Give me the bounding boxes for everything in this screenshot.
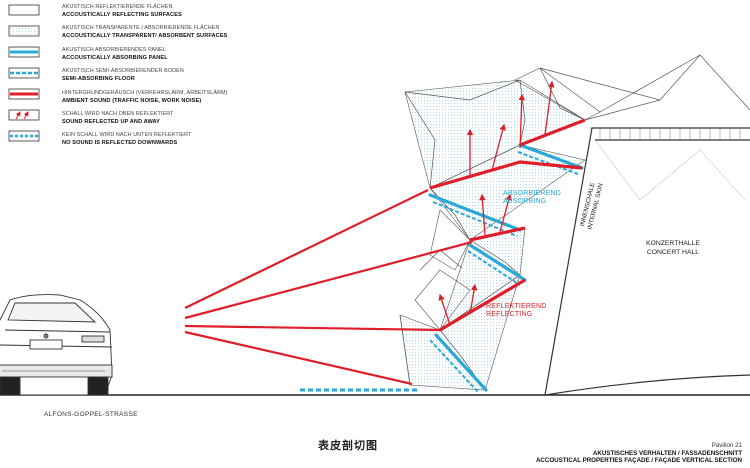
concert-hall-label-de: KONZERTHALLE (646, 240, 700, 247)
reflecting-label: REFLEKTIEREND REFLECTING (486, 303, 547, 319)
drawing-title: 表皮剖切图 (318, 439, 378, 452)
legend-text: AKUSTISCH SEMI-ABSORBIERENDER BODEN SEMI… (62, 67, 184, 83)
legend-line-de: AKUSTISCH SEMI-ABSORBIERENDER BODEN (62, 68, 184, 75)
absorbing-panels (428, 143, 584, 392)
legend-line-de: AKUSTISCH TRANSPARENTE / ABSORBIERENDE F… (62, 25, 220, 32)
legend-line-en: ACCOUSTICALLY TRANSPARENT/ ABSORBENT SUR… (62, 33, 228, 40)
sheet-title-de: AKUSTISCHES VERHALTEN / FASSADENSCHNITT (592, 449, 742, 457)
legend-text: AKUSTISCH TRANSPARENTE / ABSORBIERENDE F… (62, 24, 228, 40)
legend-line-de: KEIN SCHALL WIRD NACH UNTEN REFLEKTIERT (62, 132, 192, 139)
concert-hall-label: KONZERTHALLE CONCERT HALL (646, 240, 700, 257)
car-illustration (0, 294, 113, 396)
project-name: Pavilion 21 (711, 442, 742, 449)
legend-item-absorbing-panel: AKUSTISCH ABSORBIERENDES PANEL ACCOUSTIC… (8, 45, 308, 65)
legend-item-semi-floor: AKUSTISCH SEMI-ABSORBIERENDER BODEN SEMI… (8, 66, 308, 86)
street-label: ALFONS-GOPPEL-STRASSE (44, 411, 138, 418)
legend-line-en: SOUND REFLECTED UP AND AWAY (62, 118, 161, 125)
reflecting-label-de: REFLEKTIEREND (486, 303, 547, 310)
legend-line-de: SCHALL WIRD NACH OBEN REFLEKTIERT (62, 110, 174, 117)
legend-symbol-transparent (8, 25, 40, 37)
legend-line-en: NO SOUND IS REFLECTED DOWNWARDS (62, 140, 178, 147)
legend-text: AKUSTISCH ABSORBIERENDES PANEL ACCOUSTIC… (62, 46, 168, 62)
legend-item-transparent: AKUSTISCH TRANSPARENTE / ABSORBIERENDE F… (8, 23, 308, 43)
legend-text: SCHALL WIRD NACH OBEN REFLEKTIERT SOUND … (62, 110, 173, 126)
legend-line-en: ACCOUSTICALLY ABSORBING PANEL (62, 54, 168, 61)
concert-hall-label-en: CONCERT HALL (646, 248, 700, 256)
legend-item-no-sound-down: KEIN SCHALL WIRD NACH UNTEN REFLEKTIERT … (8, 130, 308, 150)
legend-symbols (8, 4, 40, 142)
reflecting-surfaces (429, 118, 586, 332)
legend-text: AKUSTISCH REFLEKTIERENDE FLÄCHEN ACCOUST… (62, 3, 182, 19)
absorbing-label-de: ABSORBIEREND (503, 190, 562, 197)
legend-line-de: HINTERGRUNDGERÄUSCH (VERKEHRSLÄRM, ARBEI… (62, 89, 228, 96)
facade-fold-lines (399, 67, 586, 391)
legend-line-de: AKUSTISCH ABSORBIERENDES PANEL (62, 46, 166, 53)
legend-text: KEIN SCHALL WIRD NACH UNTEN REFLEKTIERT … (62, 131, 191, 147)
legend-text: HINTERGRUNDGERÄUSCH (VERKEHRSLÄRM, ARBEI… (62, 89, 228, 105)
hall-interior-lines (594, 139, 746, 201)
absorbing-label: ABSORBIEREND ABSORBING (503, 190, 561, 206)
absorbing-label-en: ABSORBING (503, 198, 547, 205)
internal-skin (544, 127, 750, 396)
title-block: Pavilion 21 AKUSTISCHES VERHALTEN / FASS… (536, 442, 742, 465)
legend-line-en: ACCOUSTICALLY REFLECTING SURFACES (62, 12, 182, 18)
ambient-sound-rays (184, 189, 473, 386)
legend-line-de: AKUSTISCH REFLEKTIERENDE FLÄCHEN (62, 4, 173, 10)
reflected-up-arrows (438, 80, 555, 326)
reflecting-label-en: REFLECTING (486, 311, 533, 318)
legend-symbol-reflecting (8, 4, 40, 16)
legend-item-reflected-up: SCHALL WIRD NACH OBEN REFLEKTIERT SOUND … (8, 109, 308, 129)
roof-truss (599, 128, 741, 140)
sheet-title-en: ACCOUSTICAL PROPERTIES FAÇADE / FAÇADE V… (535, 457, 742, 465)
legend-symbol-no-sound-down (8, 130, 40, 142)
legend-item-ambient: HINTERGRUNDGERÄUSCH (VERKEHRSLÄRM, ARBEI… (8, 88, 308, 108)
absorbing-panels-dashed (429, 151, 579, 393)
legend-item-reflecting: AKUSTISCH REFLEKTIERENDE FLÄCHEN ACCOUST… (8, 2, 308, 22)
legend: AKUSTISCH REFLEKTIERENDE FLÄCHEN ACCOUST… (8, 2, 308, 152)
legend-line-en: AMBIENT SOUND (TRAFFIC NOISE, WORK NOISE… (62, 97, 202, 104)
legend-line-en: SEMI-ABSORBING FLOOR (62, 76, 135, 83)
